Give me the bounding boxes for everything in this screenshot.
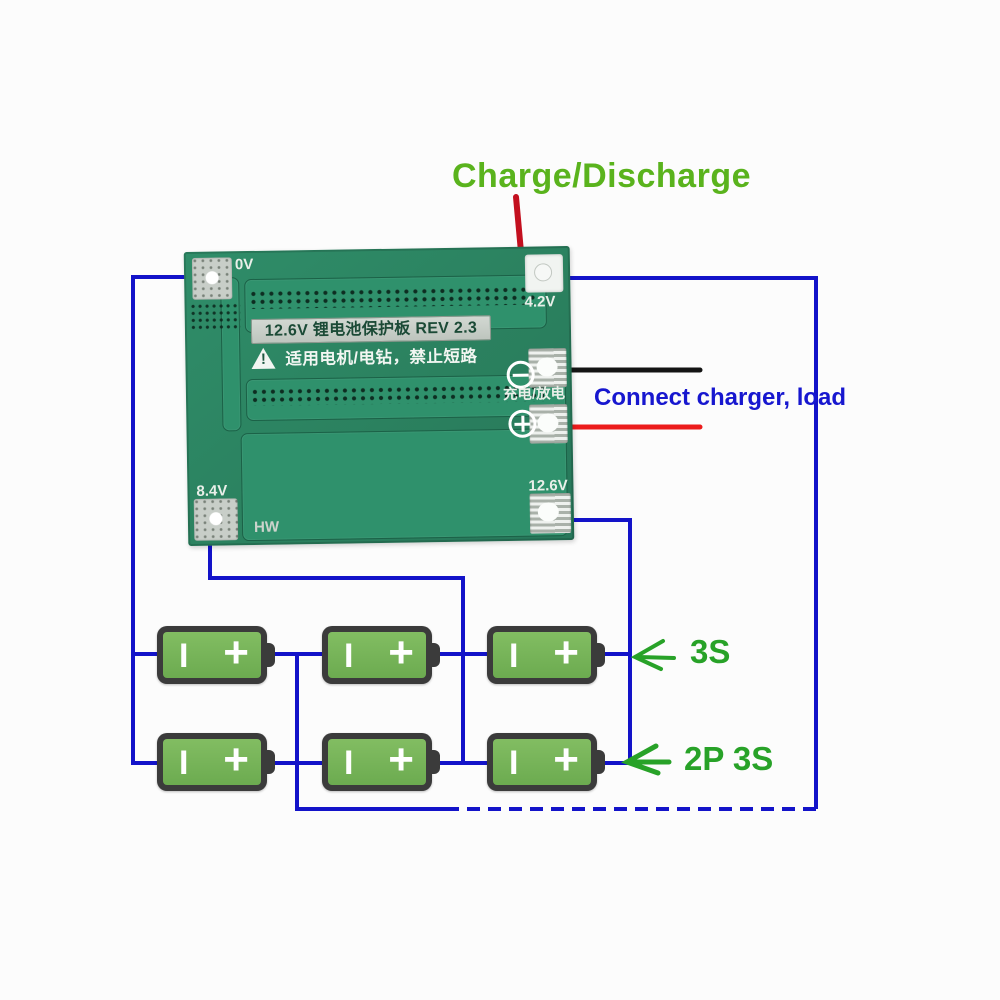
battery-pos-terminal-label: + — [553, 735, 579, 784]
arrow-2p3s-icon — [620, 743, 672, 776]
series-3s-label: 3S — [690, 633, 731, 670]
battery-body: I + — [328, 735, 426, 785]
connect-charger-load-label: Connect charger, load — [594, 384, 847, 411]
battery-neg-terminal-label: I — [179, 637, 189, 675]
pcb-trace-strip — [220, 277, 242, 432]
battery-cell: I + — [157, 733, 275, 791]
warning-exclamation: ! — [260, 350, 267, 368]
pad-4v2 — [524, 254, 564, 293]
battery-pos-terminal-label: + — [223, 735, 249, 784]
warning-triangle-icon: ! — [251, 347, 276, 369]
charge-discharge-label: Charge/Discharge — [452, 157, 751, 195]
battery-neg-terminal-label: I — [509, 744, 519, 782]
battery-cell: I + — [322, 626, 440, 684]
arrow-3s-icon — [630, 639, 676, 671]
battery-pos-terminal-label: + — [388, 735, 414, 784]
maker-label: HW — [253, 518, 280, 536]
battery-body: I + — [163, 735, 261, 785]
pad-label-0v: 0V — [234, 255, 254, 274]
battery-terminal-nub — [263, 643, 275, 667]
battery-cell: I + — [322, 733, 440, 791]
solder-blob — [537, 413, 559, 433]
battery-pos-terminal-label: + — [553, 628, 579, 677]
battery-terminal-nub — [428, 643, 440, 667]
warning-text: 适用电机/电钻，禁止短路 — [285, 347, 478, 369]
battery-pos-terminal-label: + — [223, 628, 249, 677]
solder-blob — [536, 357, 558, 377]
bms-board: 0V 4.2V 12.6V 锂电池保护板 REV 2.3 ! 适用电机/电钻，禁… — [183, 245, 575, 547]
battery-body: I + — [328, 628, 426, 678]
wire-8v4-balance — [208, 528, 465, 762]
pad-ring — [533, 263, 553, 282]
pad-8v4 — [193, 498, 239, 541]
battery-neg-terminal-label: I — [344, 744, 354, 782]
battery-terminal-nub — [593, 750, 605, 774]
battery-neg-terminal-label: I — [509, 637, 519, 675]
battery-cell: I + — [487, 733, 605, 791]
battery-body: I + — [493, 735, 591, 785]
solder-dot-grid — [190, 303, 241, 332]
charge-discharge-pointer-line — [513, 194, 524, 255]
battery-terminal-nub — [263, 750, 275, 774]
wire-12v6 — [558, 518, 632, 762]
battery-body: I + — [493, 628, 591, 678]
board-title: 12.6V 锂电池保护板 REV 2.3 — [250, 315, 492, 345]
battery-cell: I + — [157, 626, 275, 684]
pad-label-4v2: 4.2V — [524, 293, 556, 311]
wire-4v2-balance — [295, 276, 818, 811]
pack-2p3s-label: 2P 3S — [684, 740, 774, 777]
battery-cell: I + — [487, 626, 605, 684]
pcb-low-panel — [240, 428, 569, 542]
charge-discharge-cn: 充电/放电 — [502, 386, 566, 404]
pad-0v — [191, 257, 233, 300]
battery-body: I + — [163, 628, 261, 678]
battery-terminal-nub — [428, 750, 440, 774]
pad-label-8v4: 8.4V — [196, 482, 228, 500]
battery-pos-terminal-label: + — [388, 628, 414, 677]
battery-neg-terminal-label: I — [344, 637, 354, 675]
solder-blob — [537, 502, 559, 522]
pad-label-12v6: 12.6V — [528, 477, 568, 495]
pad-12v6 — [529, 493, 572, 534]
wire-0v-balance — [131, 275, 200, 765]
battery-neg-terminal-label: I — [179, 744, 189, 782]
battery-terminal-nub — [593, 643, 605, 667]
warning-row: ! 适用电机/电钻，禁止短路 — [251, 342, 511, 370]
